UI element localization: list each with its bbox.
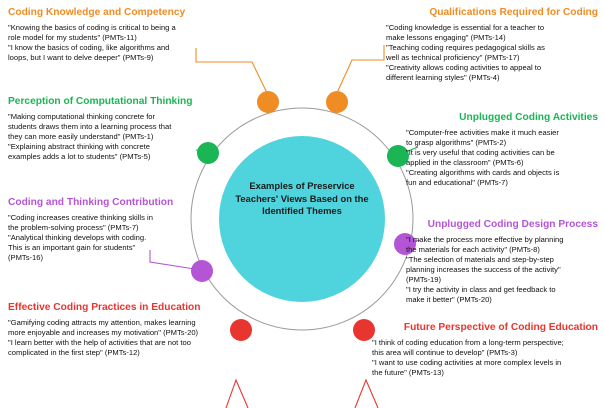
quote-item: "It is very useful that coding activitie… bbox=[406, 148, 555, 167]
node-future bbox=[353, 319, 375, 341]
quote-list: "Knowing the basics of coding is critica… bbox=[8, 23, 218, 63]
quote-item: "Explaining abstract thinking with concr… bbox=[8, 142, 151, 161]
quote-list: "I make the process more effective by pl… bbox=[406, 235, 598, 305]
connector-effective bbox=[225, 378, 249, 408]
node-unplugged bbox=[387, 145, 409, 167]
quote-list: "Coding knowledge is essential for a tea… bbox=[386, 23, 598, 83]
quote-list: "Coding increases creative thinking skil… bbox=[8, 213, 208, 263]
quote-item: "I learn better with the help of activit… bbox=[8, 338, 191, 357]
theme-title: Unplugged Coding Activities bbox=[459, 112, 598, 123]
theme-title: Perception of Computational Thinking bbox=[8, 96, 193, 107]
quote-item: "Coding increases creative thinking skil… bbox=[8, 213, 153, 232]
connector-knowledge bbox=[195, 48, 269, 96]
node-design bbox=[394, 233, 416, 255]
quote-list: "Computer-free activities make it much e… bbox=[406, 128, 598, 188]
node-effective bbox=[230, 319, 252, 341]
quote-item: "I try the activity in class and get fee… bbox=[406, 285, 556, 304]
theme-title: Future Perspective of Coding Education bbox=[403, 322, 598, 333]
quote-item: "I make the process more effective by pl… bbox=[406, 235, 564, 254]
quote-item: "Analytical thinking develops with codin… bbox=[8, 233, 147, 262]
theme-unplugged-activities: Unplugged Coding Activities "Computer-fr… bbox=[406, 111, 598, 188]
connector-future bbox=[354, 378, 379, 408]
theme-effective-practices: Effective Coding Practices in Education … bbox=[8, 301, 240, 358]
theme-title: Coding and Thinking Contribution bbox=[8, 197, 174, 208]
quote-item: "Coding knowledge is essential for a tea… bbox=[386, 23, 545, 42]
theme-title: Qualifications Required for Coding bbox=[429, 7, 598, 18]
quote-item: "Gamifying coding attracts my attention,… bbox=[8, 318, 199, 337]
theme-coding-knowledge: Coding Knowledge and Competency "Knowing… bbox=[8, 6, 218, 63]
quote-item: "Teaching coding requires pedagogical sk… bbox=[386, 43, 545, 62]
quote-item: "Knowing the basics of coding is critica… bbox=[8, 23, 176, 42]
center-title: Examples of Preservice Teachers' Views B… bbox=[235, 180, 369, 216]
quote-item: "The selection of materials and step-by-… bbox=[406, 255, 561, 284]
theme-qualifications: Qualifications Required for Coding "Codi… bbox=[386, 6, 598, 83]
node-qualifications bbox=[326, 91, 348, 113]
quote-item: "I want to use coding activities at more… bbox=[372, 358, 562, 377]
node-knowledge bbox=[257, 91, 279, 113]
theme-perception: Perception of Computational Thinking "Ma… bbox=[8, 95, 218, 162]
node-contribution bbox=[191, 260, 213, 282]
quote-item: "I know the basics of coding, like algor… bbox=[8, 43, 170, 62]
connector-contribution bbox=[149, 250, 202, 271]
connector-qualifications bbox=[335, 45, 385, 96]
quote-item: "I think of coding education from a long… bbox=[372, 338, 564, 357]
quote-list: "I think of coding education from a long… bbox=[372, 338, 598, 378]
theme-title: Effective Coding Practices in Education bbox=[8, 302, 201, 313]
node-perception bbox=[197, 142, 219, 164]
theme-design-process: Unplugged Coding Design Process "I make … bbox=[406, 218, 598, 305]
theme-future-perspective: Future Perspective of Coding Education "… bbox=[372, 321, 598, 378]
quote-item: "Creativity allows coding activities to … bbox=[386, 63, 542, 82]
quote-item: "Computer-free activities make it much e… bbox=[406, 128, 559, 147]
quote-list: "Gamifying coding attracts my attention,… bbox=[8, 318, 240, 358]
outer-ring bbox=[190, 107, 414, 331]
center-circle bbox=[219, 136, 385, 302]
theme-thinking-contribution: Coding and Thinking Contribution "Coding… bbox=[8, 196, 208, 263]
theme-title: Unplugged Coding Design Process bbox=[427, 219, 598, 230]
quote-item: "Making computational thinking concrete … bbox=[8, 112, 172, 141]
quote-list: "Making computational thinking concrete … bbox=[8, 112, 218, 162]
theme-title: Coding Knowledge and Competency bbox=[8, 7, 186, 18]
quote-item: "Creating algorithms with cards and obje… bbox=[406, 168, 560, 187]
